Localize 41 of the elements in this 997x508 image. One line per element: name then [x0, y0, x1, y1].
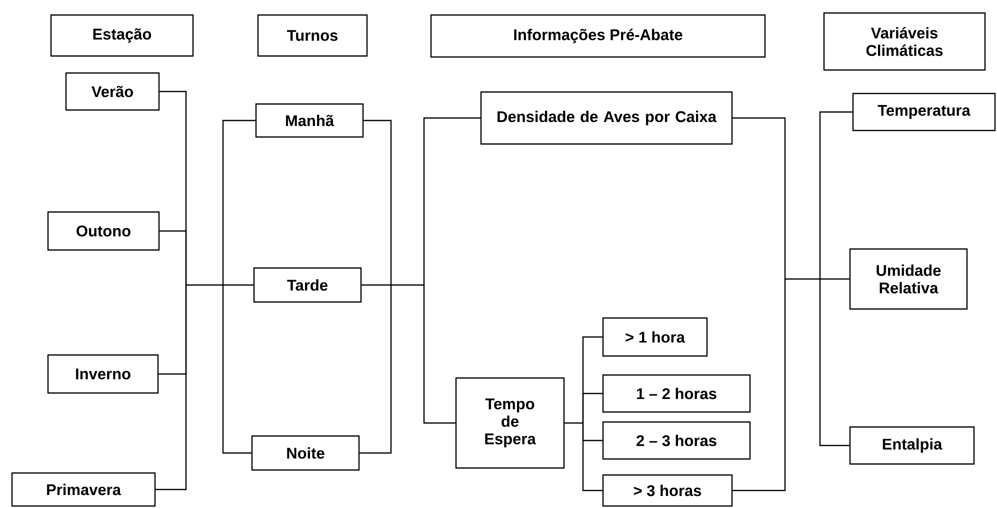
connector-line [819, 111, 852, 279]
connector-line [732, 117, 786, 279]
connector-line [423, 285, 456, 424]
category-box: Temperatura [852, 92, 996, 132]
category-box: > 1 hora [602, 317, 708, 357]
header-box: Informações Pré-Abate [430, 14, 766, 58]
category-box: Verão [65, 72, 160, 111]
category-box: Tempo de Espera [455, 377, 565, 469]
connector-line [223, 284, 254, 286]
connector-line [785, 278, 820, 280]
connector-line [186, 284, 223, 286]
connector-line [820, 278, 850, 280]
connector-line [819, 279, 850, 446]
category-box: Entalpia [849, 426, 975, 465]
connector-line [364, 120, 392, 285]
connector-line [360, 285, 392, 454]
connector-line [582, 423, 602, 492]
connector-line [564, 422, 583, 424]
category-box: Primavera [11, 472, 156, 507]
header-box: Turnos [257, 14, 368, 57]
category-box: Tarde [253, 267, 362, 303]
header-box: Variáveis Climáticas [823, 12, 986, 71]
category-box: Umidade Relativa [849, 248, 968, 310]
category-box: Inverno [47, 354, 159, 394]
connector-line [156, 285, 187, 490]
connector-line [582, 392, 602, 423]
category-box: Outono [47, 211, 160, 251]
connector-line [160, 230, 187, 285]
connector-line [222, 285, 252, 454]
connector-line [362, 284, 391, 286]
category-box: 2 – 3 horas [602, 421, 751, 460]
connector-line [732, 279, 786, 492]
category-box: Densidade de Aves por Caixa [480, 91, 733, 145]
category-box: 1 – 2 horas [602, 374, 751, 413]
category-box: Noite [251, 435, 360, 471]
connector-line [222, 120, 256, 285]
connector-line [391, 284, 424, 286]
category-box: > 3 horas [602, 474, 733, 507]
category-box: Manhã [255, 103, 364, 138]
connector-line [423, 117, 480, 285]
header-box: Estação [50, 14, 194, 57]
